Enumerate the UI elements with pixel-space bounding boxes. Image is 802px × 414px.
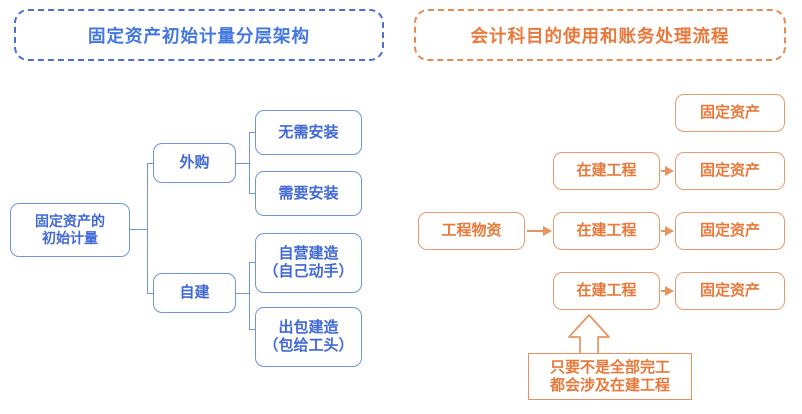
row-3-node-construction-materials[interactable]: 工程物资 bbox=[418, 212, 525, 250]
node-branch-waigou-label: 外购 bbox=[179, 154, 210, 172]
row-2-node-fixed-asset[interactable]: 固定资产 bbox=[675, 152, 785, 190]
note-box-construction-in-progress: 只要不是全部完工 都会涉及在建工程 bbox=[528, 353, 692, 400]
row-4-node-construction-in-progress[interactable]: 在建工程 bbox=[553, 272, 660, 310]
connector-waigou-to-child2 bbox=[249, 193, 256, 195]
row-3-node-construction-in-progress[interactable]: 在建工程 bbox=[553, 212, 660, 250]
node-root-fixed-asset-initial-measurement[interactable]: 固定资产的 初始计量 bbox=[10, 203, 130, 257]
row-4-node-fixed-asset[interactable]: 固定资产 bbox=[675, 272, 785, 310]
row-2-node-construction-in-progress[interactable]: 在建工程 bbox=[553, 152, 660, 190]
right-panel-title: 会计科目的使用和账务处理流程 bbox=[414, 9, 786, 61]
right-panel-title-text: 会计科目的使用和账务处理流程 bbox=[470, 25, 730, 46]
connector-zijian-stub bbox=[236, 293, 250, 295]
connector-root-trunk bbox=[147, 163, 149, 294]
node-root-line1: 固定资产的 bbox=[35, 213, 105, 230]
note-box-line1: 只要不是全部完工 bbox=[549, 358, 670, 376]
node-leaf-outsourced-construction-line1: 出包建造 bbox=[278, 319, 339, 337]
row-4-arrow-head-icon bbox=[665, 286, 674, 296]
row-3-arrow-head-2-icon bbox=[665, 226, 674, 236]
node-leaf-no-installation[interactable]: 无需安装 bbox=[255, 110, 362, 155]
connector-trunk-to-zijian bbox=[147, 293, 154, 295]
node-leaf-outsourced-construction-line2: （包给工头） bbox=[263, 337, 354, 354]
row-2-node-fixed-asset-label: 固定资产 bbox=[699, 162, 760, 180]
row-1-node-fixed-asset-label: 固定资产 bbox=[699, 104, 760, 122]
connector-zijian-spine bbox=[249, 262, 251, 330]
connector-waigou-stub bbox=[236, 163, 250, 165]
connector-root-stub bbox=[130, 229, 148, 231]
node-root-line2: 初始计量 bbox=[42, 230, 98, 246]
row-2-node-construction-in-progress-label: 在建工程 bbox=[576, 162, 637, 180]
row-3-arrow-head-1-icon bbox=[543, 226, 552, 236]
row-4-node-construction-in-progress-label: 在建工程 bbox=[576, 282, 637, 300]
row-3-node-construction-materials-label: 工程物资 bbox=[441, 222, 502, 240]
row-3-node-fixed-asset-label: 固定资产 bbox=[699, 222, 760, 240]
node-branch-zijian[interactable]: 自建 bbox=[153, 273, 236, 313]
connector-zijian-to-child1 bbox=[249, 262, 256, 264]
connector-trunk-to-waigou bbox=[147, 163, 154, 165]
note-box-line2: 都会涉及在建工程 bbox=[549, 376, 670, 394]
node-leaf-no-installation-label: 无需安装 bbox=[278, 123, 339, 141]
left-panel-title: 固定资产初始计量分层架构 bbox=[14, 9, 384, 61]
up-block-arrow-icon bbox=[568, 314, 610, 355]
node-leaf-self-construction-line2: （自己动手） bbox=[263, 263, 354, 280]
row-3-arrow-line-1 bbox=[527, 230, 547, 232]
node-leaf-outsourced-construction[interactable]: 出包建造 （包给工头） bbox=[255, 307, 362, 367]
row-2-arrow-head-icon bbox=[665, 166, 674, 176]
node-leaf-self-construction-line1: 自营建造 bbox=[278, 245, 339, 263]
node-branch-waigou[interactable]: 外购 bbox=[153, 143, 236, 183]
node-leaf-needs-installation[interactable]: 需要安装 bbox=[255, 171, 362, 216]
connector-zijian-to-child2 bbox=[249, 329, 256, 331]
node-branch-zijian-label: 自建 bbox=[179, 284, 210, 302]
left-panel-title-text: 固定资产初始计量分层架构 bbox=[88, 25, 310, 46]
row-4-node-fixed-asset-label: 固定资产 bbox=[699, 282, 760, 300]
node-leaf-needs-installation-label: 需要安装 bbox=[278, 184, 339, 202]
row-3-node-construction-in-progress-label: 在建工程 bbox=[576, 222, 637, 240]
row-1-node-fixed-asset[interactable]: 固定资产 bbox=[675, 94, 785, 132]
connector-waigou-to-child1 bbox=[249, 132, 256, 134]
node-leaf-self-construction[interactable]: 自营建造 （自己动手） bbox=[255, 233, 362, 293]
connector-waigou-spine bbox=[249, 132, 251, 194]
row-3-node-fixed-asset[interactable]: 固定资产 bbox=[675, 212, 785, 250]
